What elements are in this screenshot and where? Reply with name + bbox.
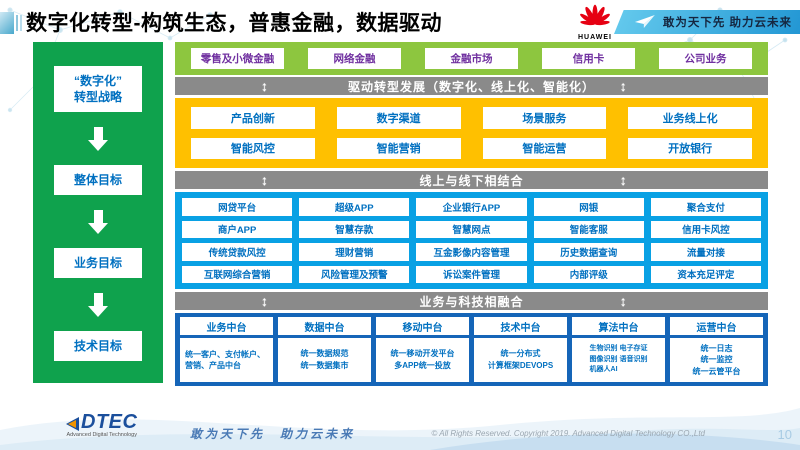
channel-item: 网贷平台 [182, 198, 293, 216]
transform-item: 产品创新 [191, 107, 315, 129]
footer-tagline: 敢为天下先 助力云未来 [190, 427, 356, 441]
dtec-wordmark: DTEC [81, 411, 138, 433]
huawei-wordmark: HUAWEI [578, 34, 612, 41]
dtec-subtitle: Advanced Digital Technology [66, 432, 137, 438]
page-title: 数字化转型-构筑生态，普惠金融，数据驱动 [26, 12, 442, 35]
channel-item: 企业银行APP [416, 198, 527, 216]
channel-item: 聚合支付 [650, 198, 761, 216]
updown-arrow-icon: ↕ [260, 172, 269, 188]
down-arrow-icon [88, 292, 108, 317]
platform-column-tech: 技术中台 统一分布式 计算框架DEVOPS [474, 317, 567, 382]
updown-arrow-icon: ↕ [619, 293, 628, 309]
down-arrow-icon [88, 126, 108, 151]
channel-item: 互金影像内容管理 [416, 243, 527, 261]
channel-item: 智慧存款 [299, 220, 410, 238]
business-line-item: 网络金融 [308, 48, 401, 69]
channel-item: 历史数据查询 [533, 243, 644, 261]
platform-column-mobile: 移动中台 统一移动开发平台 多APP统一投放 [376, 317, 469, 382]
platform-content: 生物识别 电子存证 图像识别 语音识别 机器人AI [572, 338, 665, 382]
platform-header: 运营中台 [670, 317, 763, 335]
platform-column-algorithm: 算法中台 生物识别 电子存证 图像识别 语音识别 机器人AI [572, 317, 665, 382]
page-number: 10 [777, 427, 792, 442]
footer: DTEC Advanced Digital Technology 敢为天下先 助… [0, 405, 800, 450]
sidebar-item-business-goal: 业务目标 [54, 248, 142, 278]
channel-item: 流量对接 [650, 243, 761, 261]
business-line-item: 信用卡 [542, 48, 635, 69]
title-accent-bar [0, 12, 18, 34]
channel-item: 诉讼案件管理 [416, 265, 527, 283]
banner-drive-transformation: ↕ 驱动转型发展（数字化、线上化、智能化） ↕ [175, 77, 768, 95]
updown-arrow-icon: ↕ [619, 78, 628, 94]
main-diagram: 零售及小微金融 网络金融 金融市场 信用卡 公司业务 ↕ 驱动转型发展（数字化、… [175, 42, 768, 386]
platform-header: 移动中台 [376, 317, 469, 335]
transform-item: 业务线上化 [628, 107, 752, 129]
slogan-text: 敢为天下先 助力云未来 [662, 17, 793, 29]
copyright-text: © All Rights Reserved. Copyright 2019. A… [431, 429, 705, 438]
sidebar-item-overall-goal: 整体目标 [54, 165, 142, 195]
platform-header: 业务中台 [180, 317, 273, 335]
channel-item: 智慧网点 [416, 220, 527, 238]
platform-column-business: 业务中台 统一客户、支付帐户、营销、产品中台 [180, 317, 273, 382]
business-line-item: 金融市场 [425, 48, 518, 69]
business-line-item: 零售及小微金融 [191, 48, 284, 69]
dtec-logo: DTEC Advanced Digital Technology [66, 411, 138, 438]
channel-item: 商户APP [182, 220, 293, 238]
platform-content: 统一分布式 计算框架DEVOPS [474, 338, 567, 382]
sidebar-item-digital-strategy: “数字化” 转型战略 [54, 66, 142, 112]
platform-header: 数据中台 [278, 317, 371, 335]
updown-arrow-icon: ↕ [619, 172, 628, 188]
channel-item: 互联网综合营销 [182, 265, 293, 283]
sidebar-item-tech-goal: 技术目标 [54, 331, 142, 361]
updown-arrow-icon: ↕ [260, 78, 269, 94]
transform-item: 数字渠道 [336, 107, 461, 129]
huawei-flower-icon [580, 4, 610, 26]
dtec-arrow-icon [66, 417, 79, 431]
transform-item: 智能营销 [336, 137, 461, 159]
transform-item: 智能运营 [482, 137, 607, 159]
platform-content: 统一客户、支付帐户、营销、产品中台 [180, 338, 273, 382]
channel-item: 传统贷款风控 [182, 243, 293, 261]
down-arrow-icon [88, 209, 108, 234]
banner-business-tech-fusion: ↕ 业务与科技相融合 ↕ [175, 292, 768, 310]
updown-arrow-icon: ↕ [260, 293, 269, 309]
channel-item: 超级APP [299, 198, 410, 216]
platform-content: 统一日志 统一监控 统一云管平台 [670, 338, 763, 382]
channel-item: 信用卡风控 [650, 220, 761, 238]
platform-column-data: 数据中台 统一数据规范 统一数据集市 [278, 317, 371, 382]
platform-content: 统一移动开发平台 多APP统一投放 [376, 338, 469, 382]
transform-item: 场景服务 [482, 107, 607, 129]
channel-item: 风险管理及预警 [299, 265, 410, 283]
transform-item: 开放银行 [628, 137, 752, 159]
platform-column-operations: 运营中台 统一日志 统一监控 统一云管平台 [670, 317, 763, 382]
slogan-banner: 敢为天下先 助力云未来 [614, 10, 800, 34]
paper-plane-icon [634, 15, 655, 28]
business-lines-row: 零售及小微金融 网络金融 金融市场 信用卡 公司业务 [175, 42, 768, 75]
platform-header: 技术中台 [474, 317, 567, 335]
strategy-sidebar: “数字化” 转型战略 整体目标 业务目标 技术目标 [33, 42, 163, 383]
transform-item: 智能风控 [191, 137, 315, 159]
business-line-item: 公司业务 [659, 48, 752, 69]
channel-item: 理财营销 [299, 243, 410, 261]
channel-item: 网银 [533, 198, 644, 216]
banner-online-offline: ↕ 线上与线下相结合 ↕ [175, 171, 768, 189]
channel-item: 内部评级 [533, 265, 644, 283]
transformation-grid: 产品创新 数字渠道 场景服务 业务线上化 智能风控 智能营销 智能运营 开放银行 [175, 98, 768, 168]
channel-item: 资本充足评定 [650, 265, 761, 283]
platform-grid: 业务中台 统一客户、支付帐户、营销、产品中台 数据中台 统一数据规范 统一数据集… [175, 313, 768, 386]
platform-content: 统一数据规范 统一数据集市 [278, 338, 371, 382]
channel-item: 智能客服 [533, 220, 644, 238]
platform-header: 算法中台 [572, 317, 665, 335]
huawei-logo: HUAWEI [575, 4, 615, 41]
channel-grid: 网贷平台 超级APP 企业银行APP 网银 聚合支付 商户APP 智慧存款 智慧… [175, 192, 768, 289]
